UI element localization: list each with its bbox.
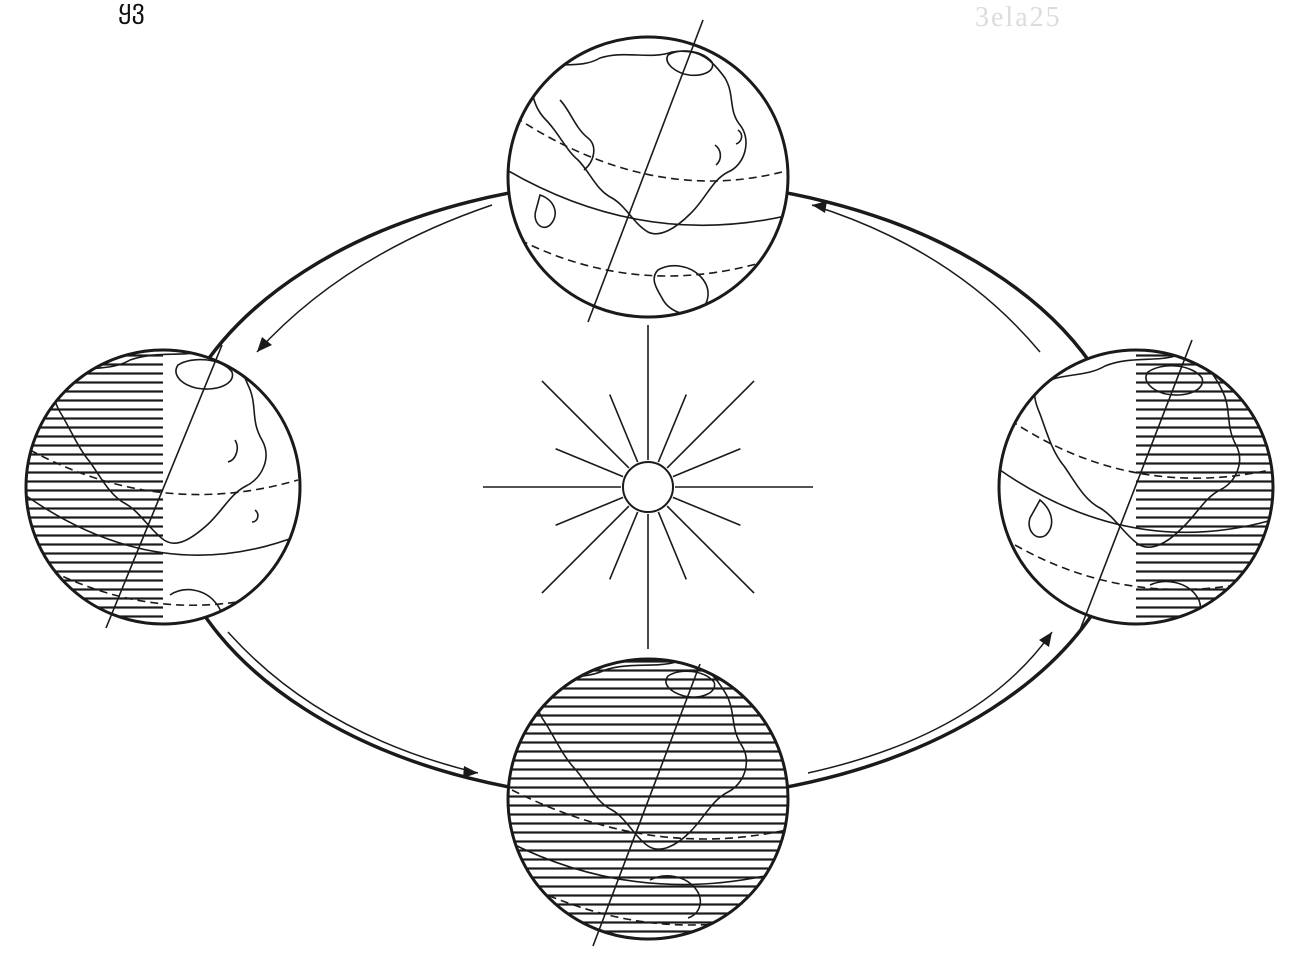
- sun-icon: [623, 462, 673, 512]
- sun-ray: [667, 381, 754, 468]
- globe-top: [500, 20, 790, 322]
- faded-stamp: 3ela25: [975, 2, 1062, 34]
- orbit-arrow-icon: [812, 201, 827, 213]
- sun-ray: [542, 506, 629, 593]
- orbit-arrow-icon: [812, 205, 1040, 352]
- orbit-arrow-icon: [228, 632, 478, 773]
- orbit-arrow-icon: [463, 766, 478, 778]
- sun-ray: [667, 506, 754, 593]
- globe-left: [20, 345, 300, 632]
- orbit-arrow-icon: [808, 632, 1052, 773]
- sun: [483, 325, 813, 649]
- sun-ray: [542, 381, 629, 468]
- globe-right: [999, 340, 1279, 630]
- night-side: [1136, 345, 1279, 630]
- orbit-arrow-icon: [1039, 632, 1052, 647]
- globe-bottom: [505, 655, 791, 946]
- corner-handwriting: ყვ: [118, 0, 145, 25]
